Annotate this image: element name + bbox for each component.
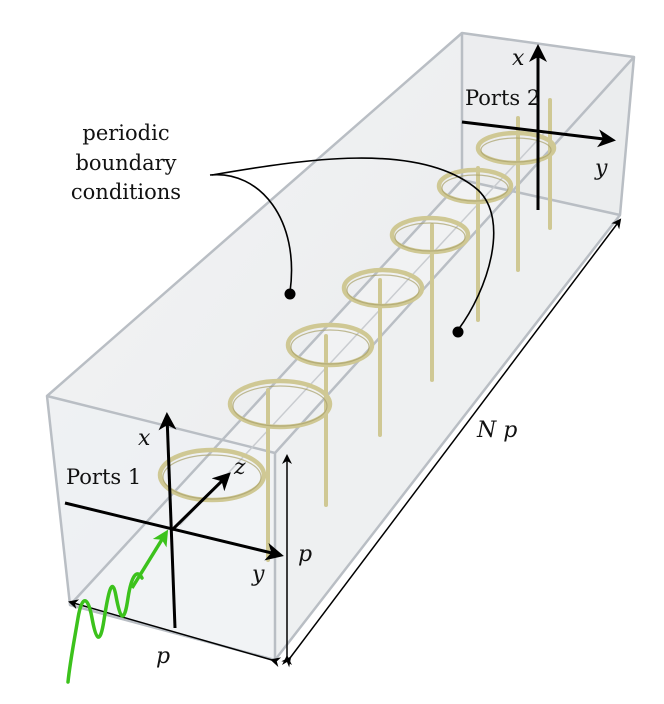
ring-1 [157,447,267,503]
pbc-dot-top [284,288,296,300]
axis-x1-label: x [138,426,151,451]
box-front-face [47,396,275,660]
port1-axes [64,412,284,629]
pbc-label-line1: periodic [82,121,169,145]
dim-width-label: p [156,644,170,669]
axis-z1-label: z [233,455,246,480]
ring-7 [475,130,557,166]
ring-6 [436,167,514,205]
pbc-callouts [209,157,495,331]
incident-wave [66,529,169,684]
axis-z1-line [170,472,231,532]
ports2-label: Ports 2 [465,86,540,110]
pbc-dot-side [452,326,464,338]
pbc-label-line2: boundary [75,151,176,175]
port2-axes [461,44,616,210]
labels: periodic boundary conditions Ports 1 Por… [66,46,608,669]
dim-length [281,218,622,668]
ports1-label: Ports 1 [66,465,141,489]
axis-x2-label: x [512,46,525,71]
pbc-label-line3: conditions [71,180,181,204]
dim-length-label: N p [476,418,517,443]
axis-y1-label: y [251,562,265,587]
axis-y2-label: y [594,156,608,181]
axis-x1-line [158,412,177,629]
dim-height-label: p [298,542,312,567]
